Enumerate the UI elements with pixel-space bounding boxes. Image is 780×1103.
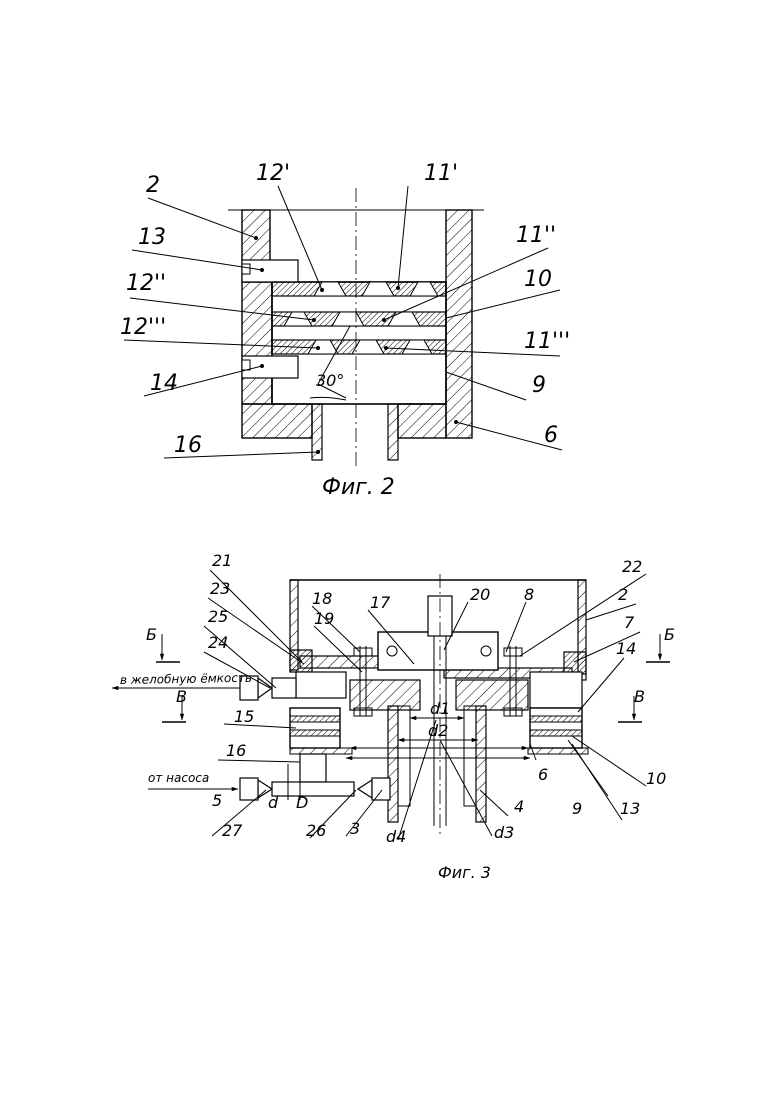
fig2-label-10: 10 <box>524 267 552 292</box>
fig2-caption: Фиг. 2 <box>322 475 395 500</box>
fig3-label-25: 25 <box>208 607 228 626</box>
fig3-label-18: 18 <box>312 589 332 608</box>
fig2-label-16: 16 <box>174 433 202 458</box>
fig3-label-24: 24 <box>208 633 228 652</box>
figure-3: 21 22 23 18 17 20 8 2 25 19 7 24 14 15 1… <box>112 551 675 882</box>
fig3-label-2: 2 <box>618 585 628 604</box>
dim-d1: d1 <box>430 699 450 718</box>
inlet-label: от насоса <box>148 771 209 785</box>
section-v-right: В <box>634 687 645 706</box>
fig2-label-12pp: 12'' <box>126 271 166 296</box>
fig3-label-3: 3 <box>350 819 360 838</box>
section-v-left: В <box>176 687 187 706</box>
fig3-label-4: 4 <box>514 797 524 816</box>
fig2-label-6: 6 <box>544 423 558 448</box>
fig3-label-10: 10 <box>646 769 666 788</box>
figure-2: 2 12' 11' 13 11'' 12'' 10 12''' 11''' 14… <box>120 161 570 500</box>
fig3-label-17: 17 <box>370 593 391 612</box>
dim-d: d <box>268 793 279 812</box>
fig3-label-7: 7 <box>624 613 635 632</box>
fig3-label-9: 9 <box>572 799 582 818</box>
fig3-label-26: 26 <box>306 821 326 840</box>
fig3-label-22: 22 <box>622 557 642 576</box>
fig2-angle-label: 30° <box>316 371 344 390</box>
dim-d3: d3 <box>494 823 514 842</box>
fig3-caption: Фиг. 3 <box>438 863 491 882</box>
fig3-label-19: 19 <box>314 609 334 628</box>
outlet-label: в желобную ёмкость <box>120 671 252 687</box>
fig2-label-12p: 12' <box>256 161 290 186</box>
dim-d4: d4 <box>386 827 406 846</box>
fig2-label-2: 2 <box>146 173 160 198</box>
fig2-label-11ppp: 11''' <box>524 329 570 354</box>
fig3-label-20: 20 <box>470 585 490 604</box>
fig3-label-13: 13 <box>620 799 640 818</box>
fig2-label-13: 13 <box>138 225 166 250</box>
dim-D: D <box>296 793 308 812</box>
section-b-right: Б <box>664 625 675 644</box>
fig2-label-14: 14 <box>150 371 178 396</box>
fig3-label-15: 15 <box>234 707 254 726</box>
fig3-label-14: 14 <box>616 639 636 658</box>
fig3-label-21: 21 <box>212 551 232 570</box>
fig2-label-12ppp: 12''' <box>120 315 166 340</box>
fig2-label-9: 9 <box>532 373 546 398</box>
fig3-label-23: 23 <box>210 579 230 598</box>
section-b-left: Б <box>146 625 157 644</box>
fig3-label-6: 6 <box>538 765 548 784</box>
fig2-label-11p: 11' <box>424 161 458 186</box>
dim-d2: d2 <box>428 721 448 740</box>
fig2-label-11pp: 11'' <box>516 223 556 248</box>
fig3-label-5: 5 <box>212 791 222 810</box>
fig3-label-8: 8 <box>524 585 534 604</box>
fig3-label-27: 27 <box>222 821 243 840</box>
fig3-label-16: 16 <box>226 741 246 760</box>
